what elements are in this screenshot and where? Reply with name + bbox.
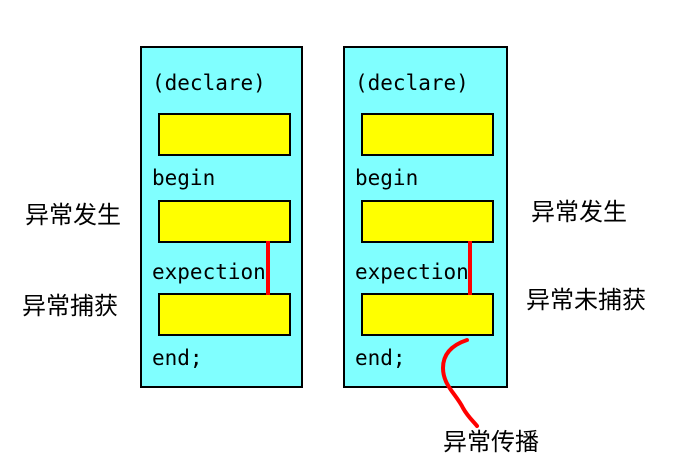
handler-statement-slot (158, 293, 291, 336)
label-exception-propagation: 异常传播 (443, 430, 539, 456)
exception-raise-connector (266, 241, 270, 295)
declare-label: (declare) (152, 71, 266, 95)
label-exception-occurs-right: 异常发生 (531, 200, 627, 226)
handler-statement-slot (361, 293, 494, 336)
label-exception-caught: 异常捕获 (22, 294, 118, 320)
declare-label: (declare) (355, 71, 469, 95)
declare-statement-slot (158, 113, 291, 156)
end-label: end; (355, 346, 406, 370)
begin-label: begin (355, 166, 419, 190)
exception-propagation-curve (440, 338, 479, 428)
propagation-path (440, 338, 479, 428)
body-statement-slot (158, 200, 291, 243)
body-statement-slot (361, 200, 494, 243)
begin-label: begin (152, 166, 216, 190)
end-label: end; (152, 346, 203, 370)
label-exception-occurs-left: 异常发生 (25, 203, 121, 229)
exception-raise-connector (468, 241, 472, 295)
plsql-block-exception-uncaught: (declare) begin expection end; (343, 46, 508, 388)
plsql-block-exception-caught: (declare) begin expection end; (140, 46, 303, 388)
label-exception-uncaught: 异常未捕获 (526, 288, 646, 314)
exception-label: expection (355, 260, 469, 284)
exception-label: expection (152, 260, 266, 284)
declare-statement-slot (361, 113, 494, 156)
